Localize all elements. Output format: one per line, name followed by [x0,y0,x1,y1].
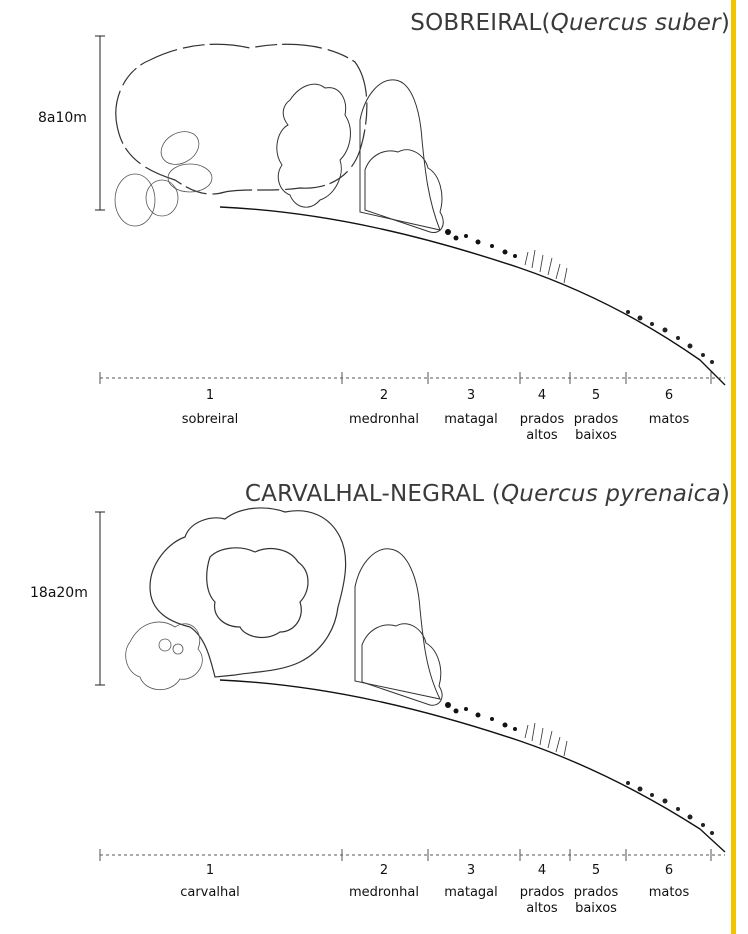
zone-number: 2 [380,388,388,404]
zone-name: matagal [444,885,498,901]
panel-sobreiral: SOBREIRAL(Quercus suber) 8a10m [0,0,748,467]
zone-number: 5 [592,388,600,404]
zone-number: 6 [665,388,673,404]
undergrowth [445,702,517,731]
scrub-patches [626,781,714,835]
zone-name: medronhal [349,412,419,428]
pyrenean-oak-canopy [150,508,346,677]
zone-number: 4 [538,863,546,879]
panel-carvalhal: CARVALHAL-NEGRAL (Quercus pyrenaica) 18a… [0,467,748,934]
terrain-slope [220,207,725,385]
zone-number: 1 [206,863,214,879]
height-bracket [95,512,105,685]
zone-name: pradosbaixos [574,412,619,444]
zone-axis [100,849,725,861]
profile-drawing [0,467,748,934]
zone-name: matos [649,885,689,901]
zone-number: 2 [380,863,388,879]
zone-number: 5 [592,863,600,879]
tall-shrub-outline [360,80,443,233]
zone-name: carvalhal [180,885,240,901]
scrub-patches [626,310,714,364]
zone-name: sobreiral [182,412,239,428]
zone-name: medronhal [349,885,419,901]
cork-oak-canopy [116,44,367,194]
pyrenean-oak-leaves [126,622,203,690]
height-bracket [95,36,105,210]
strawberry-tree-shrub [355,549,442,705]
zone-axis [100,372,725,384]
undergrowth [445,229,517,258]
accent-bar [731,0,736,934]
zone-name: pradosbaixos [574,885,619,917]
profile-drawing [0,0,748,467]
zone-number: 3 [467,863,475,879]
zone-number: 3 [467,388,475,404]
zone-number: 4 [538,388,546,404]
zone-name: pradosaltos [520,412,565,444]
zone-name: pradosaltos [520,885,565,917]
zone-name: matos [649,412,689,428]
zone-number: 1 [206,388,214,404]
terrain-slope [220,680,725,852]
zone-number: 6 [665,863,673,879]
zone-name: matagal [444,412,498,428]
